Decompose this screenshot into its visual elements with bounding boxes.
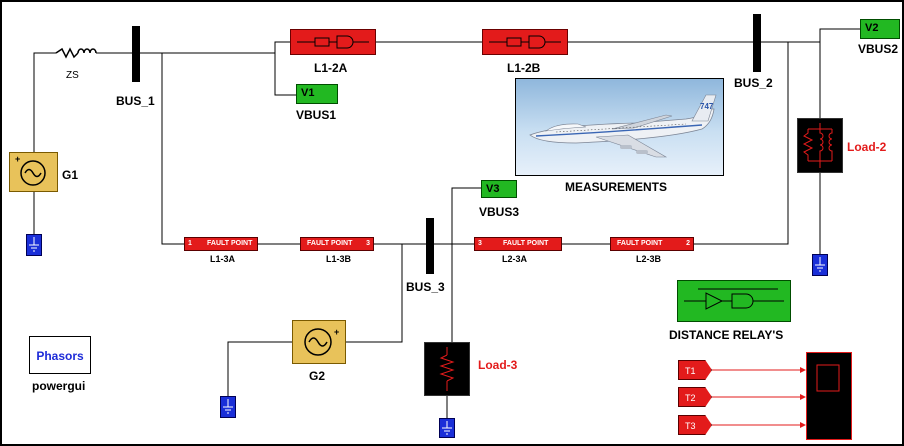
port-1-label: 1 xyxy=(188,240,192,247)
wire-bus1-l12a xyxy=(140,41,290,54)
label-load2: Load-2 xyxy=(847,140,887,154)
wire-g2-ground xyxy=(227,341,292,396)
zs-impedance[interactable] xyxy=(55,47,97,59)
wire-g2-bus3 xyxy=(346,244,403,343)
signal-t3-arrow xyxy=(800,422,806,428)
tail-text: 747 xyxy=(700,102,714,111)
measurements-block[interactable]: 747 xyxy=(515,78,724,176)
label-l12a: L1-2A xyxy=(314,61,348,75)
wire-bus3-v3 xyxy=(434,187,481,245)
label-distance-relay: DISTANCE RELAY'S xyxy=(669,328,784,342)
relay-logic-icon xyxy=(684,288,784,310)
signal-t2-arrow xyxy=(800,394,806,400)
ac-source-icon: + xyxy=(15,154,46,186)
transmission-line-icon xyxy=(489,35,561,49)
label-vbus1: VBUS1 xyxy=(296,108,337,122)
wire-bus2-l23b xyxy=(694,42,789,245)
scope-v3[interactable]: V3 xyxy=(481,180,517,198)
resistor-load-icon xyxy=(439,347,455,391)
transmission-line-icon xyxy=(297,35,369,49)
port-3-label: 3 xyxy=(366,240,370,247)
ground-load2[interactable] xyxy=(812,254,828,276)
label-bus3: BUS_3 xyxy=(406,280,445,294)
ground-icon xyxy=(223,399,233,414)
label-vbus2: VBUS2 xyxy=(858,42,899,56)
label-zs: ZS xyxy=(66,70,79,81)
label-measurements: MEASUREMENTS xyxy=(565,180,668,194)
label-vbus3: VBUS3 xyxy=(479,205,520,219)
bus1-bar[interactable] xyxy=(132,26,140,82)
label-l13b: L1-3B xyxy=(326,254,352,264)
tag-t2[interactable]: T2 xyxy=(678,387,712,407)
relay-scope-block[interactable] xyxy=(806,352,852,440)
scope-v1[interactable]: V1 xyxy=(296,84,338,104)
label-bus1: BUS_1 xyxy=(116,94,155,108)
ground-icon xyxy=(29,237,39,252)
powergui-block[interactable]: Phasors xyxy=(29,336,91,374)
ground-g2[interactable] xyxy=(220,396,236,418)
label-load3: Load-3 xyxy=(478,358,518,372)
label-l23a: L2-3A xyxy=(502,254,528,264)
ground-icon xyxy=(815,257,825,272)
signal-t1-arrow xyxy=(800,367,806,373)
svg-text:+: + xyxy=(15,154,20,164)
source-g2[interactable]: + xyxy=(292,320,346,364)
bus3-bar[interactable] xyxy=(426,218,434,274)
fault-block-l23a[interactable]: 3 FAULT POINT xyxy=(474,237,562,251)
distance-relay-block[interactable] xyxy=(677,280,791,322)
scope-v2[interactable]: V2 xyxy=(860,19,900,39)
ground-icon xyxy=(442,421,452,435)
label-l12b: L1-2B xyxy=(507,61,541,75)
bus2-bar[interactable] xyxy=(753,14,761,72)
fault-block-l13b[interactable]: FAULT POINT 3 xyxy=(300,237,374,251)
line-block-l12b[interactable] xyxy=(482,29,568,55)
wire-bus2-v2 xyxy=(761,28,860,43)
rlc-load-icon xyxy=(802,123,833,168)
label-powergui: powergui xyxy=(32,379,86,393)
airplane-image: 747 xyxy=(529,94,717,158)
label-l23b: L2-3B xyxy=(636,254,662,264)
load-2-block[interactable] xyxy=(797,118,843,173)
ground-load3[interactable] xyxy=(439,418,455,438)
line-block-l12a[interactable] xyxy=(290,29,376,55)
source-g1[interactable]: + xyxy=(9,152,58,192)
tag-t3[interactable]: T3 xyxy=(678,415,712,435)
resistor-icon xyxy=(55,47,79,59)
port-3-label: 3 xyxy=(478,240,482,247)
port-2-label: 2 xyxy=(686,240,690,247)
tag-t1[interactable]: T1 xyxy=(678,360,712,380)
scope-icon xyxy=(816,364,840,392)
load-3-block[interactable] xyxy=(424,342,470,396)
fault-block-l23b[interactable]: FAULT POINT 2 xyxy=(610,237,694,251)
fault-point-text: FAULT POINT xyxy=(503,240,549,247)
label-bus2: BUS_2 xyxy=(734,76,773,90)
wire-bus1-v1 xyxy=(274,53,296,96)
inductor-icon xyxy=(77,48,97,54)
ground-g1[interactable] xyxy=(26,234,42,256)
fault-point-text: FAULT POINT xyxy=(307,240,353,247)
fault-point-text: FAULT POINT xyxy=(207,240,253,247)
wire-bus1-l13a xyxy=(161,53,184,245)
label-g2: G2 xyxy=(309,369,326,383)
ac-source-icon: + xyxy=(304,327,339,356)
label-g1: G1 xyxy=(62,168,79,182)
label-l13a: L1-3A xyxy=(210,254,236,264)
svg-text:+: + xyxy=(334,327,339,337)
fault-block-l13a[interactable]: 1 FAULT POINT xyxy=(184,237,258,251)
fault-point-text: FAULT POINT xyxy=(617,240,663,247)
wire-g1-zs xyxy=(33,52,56,152)
